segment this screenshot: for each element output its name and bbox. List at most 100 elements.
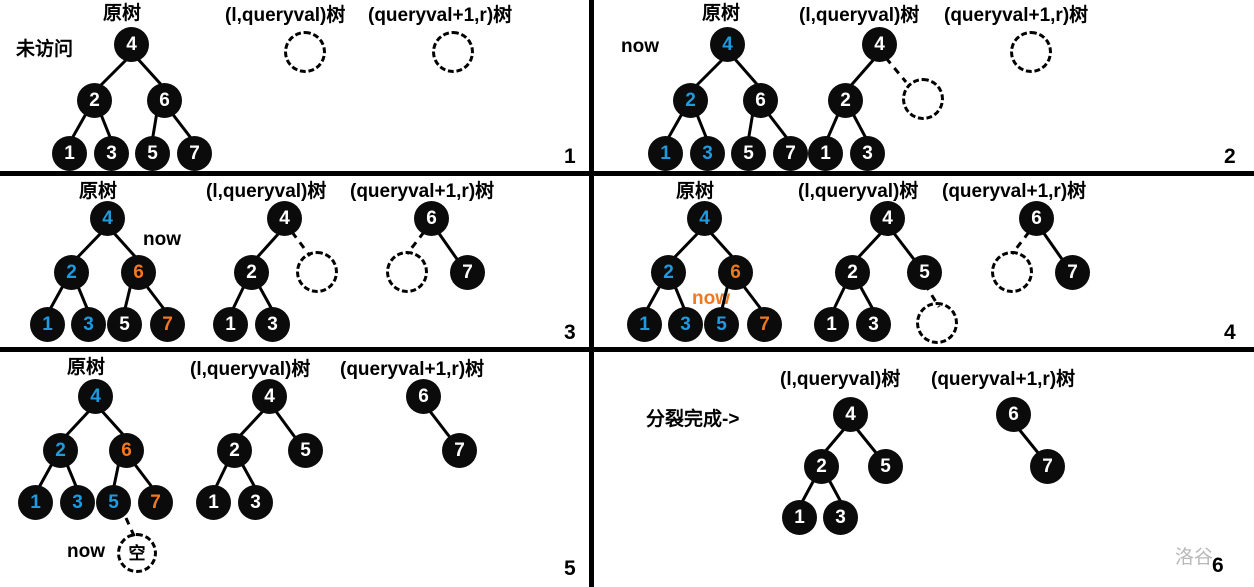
panel-3-now-label: now — [143, 229, 181, 250]
panel-2-left-tree-title: (l,queryval)树 — [799, 5, 920, 26]
panel-4-node-3: 3 — [668, 307, 703, 342]
panel-5-left-tree-node-3: 3 — [238, 485, 273, 520]
panel-2-right-tree-title: (queryval+1,r)树 — [944, 5, 1089, 26]
panel-6-split-done-label: 分裂完成-> — [646, 409, 740, 430]
panel-5-left-tree-node-5: 5 — [288, 433, 323, 468]
site-watermark: 洛谷 — [1175, 547, 1214, 568]
panel-5-node-6: 6 — [109, 433, 144, 468]
panel-6-left-tree-node-4: 4 — [833, 397, 868, 432]
panel-3-left-tree-node-4: 4 — [267, 201, 302, 236]
panel-6: (l,queryval)树 (queryval+1,r)树 分裂完成-> 4 2… — [594, 352, 1254, 587]
panel-5-right-tree-node-7: 7 — [442, 433, 477, 468]
panel-4-node-1: 1 — [627, 307, 662, 342]
panel-3-left-tree-title: (l,queryval)树 — [206, 181, 327, 202]
panel-4-right-tree-node-7: 7 — [1055, 255, 1090, 290]
panel-3-node-3: 3 — [71, 307, 106, 342]
panel-5-right-tree-node-6: 6 — [406, 379, 441, 414]
panel-6-right-tree-node-6: 6 — [996, 397, 1031, 432]
panel-4-left-tree-node-2: 2 — [835, 255, 870, 290]
panel-1-node-7: 7 — [177, 136, 212, 171]
panel-2-node-7: 7 — [773, 136, 808, 171]
panel-6-edges — [799, 427, 1041, 505]
panel-2: 原树 (l,queryval)树 (queryval+1,r)树 now 4 2… — [594, 0, 1254, 171]
panel-4: 原树 (l,queryval)树 (queryval+1,r)树 now — [594, 176, 1254, 347]
panel-2-node-6: 6 — [743, 83, 778, 118]
panel-4-left-tree-title: (l,queryval)树 — [798, 181, 919, 202]
panel-2-node-2: 2 — [673, 83, 708, 118]
panel-2-now-label: now — [621, 36, 659, 57]
panel-2-left-tree-node-1: 1 — [808, 136, 843, 171]
panel-4-number: 4 — [1224, 321, 1236, 344]
grid-vertical-divider — [589, 0, 594, 587]
panel-4-node-2: 2 — [651, 255, 686, 290]
panel-5-empty-node: 空 — [117, 533, 157, 573]
panel-1-node-6: 6 — [147, 83, 182, 118]
panel-5-right-tree-title: (queryval+1,r)树 — [340, 359, 485, 380]
panel-1-node-2: 2 — [77, 83, 112, 118]
panel-3-left-tree-ghost-node — [296, 251, 338, 293]
panel-4-node-6: 6 — [718, 255, 753, 290]
panel-3-right-tree-node-6: 6 — [414, 201, 449, 236]
panel-4-left-tree-ghost-node — [916, 302, 958, 344]
panel-1: 原树 (l,queryval)树 (queryval+1,r)树 未访问 4 2… — [0, 0, 589, 171]
panel-3-left-tree-node-1: 1 — [213, 307, 248, 342]
panel-3-node-7: 7 — [150, 307, 185, 342]
panel-3-node-2: 2 — [54, 255, 89, 290]
panel-4-now-label: now — [692, 288, 730, 309]
panel-4-right-tree-node-6: 6 — [1019, 201, 1054, 236]
panel-4-right-tree-title: (queryval+1,r)树 — [942, 181, 1087, 202]
panel-6-left-tree-node-3: 3 — [823, 500, 858, 535]
panel-6-right-tree-title: (queryval+1,r)树 — [931, 369, 1076, 390]
panel-4-node-4: 4 — [687, 201, 722, 236]
panel-5-node-7: 7 — [138, 485, 173, 520]
panel-3-node-1: 1 — [30, 307, 65, 342]
panel-3-left-tree-node-3: 3 — [255, 307, 290, 342]
panel-5-left-tree-node-2: 2 — [217, 433, 252, 468]
panel-1-right-tree-title: (queryval+1,r)树 — [368, 5, 513, 26]
panel-1-original-tree-title: 原树 — [103, 3, 142, 24]
panel-3-left-tree-node-2: 2 — [234, 255, 269, 290]
panel-5-node-5: 5 — [96, 485, 131, 520]
panel-1-node-4: 4 — [114, 27, 149, 62]
panel-2-left-tree-ghost-node — [902, 78, 944, 120]
panel-3-number: 3 — [564, 321, 576, 344]
panel-1-number: 1 — [564, 145, 576, 168]
panel-6-left-tree-title: (l,queryval)树 — [780, 369, 901, 390]
panel-5-left-tree-node-1: 1 — [196, 485, 231, 520]
panel-3-node-4: 4 — [90, 201, 125, 236]
panel-5: 原树 (l,queryval)树 (queryval+1,r)树 now — [0, 352, 589, 587]
panel-1-node-5: 5 — [135, 136, 170, 171]
panel-6-left-tree-node-5: 5 — [868, 449, 903, 484]
panel-5-node-3: 3 — [60, 485, 95, 520]
panel-3-original-tree-title: 原树 — [79, 181, 118, 202]
panel-1-left-tree-ghost-node — [284, 31, 326, 73]
panel-2-right-tree-ghost-node — [1010, 31, 1052, 73]
panel-3-node-6: 6 — [121, 255, 156, 290]
panel-4-right-tree-ghost-node — [991, 251, 1033, 293]
panel-6-right-tree-node-7: 7 — [1030, 449, 1065, 484]
panel-4-left-tree-node-4: 4 — [870, 201, 905, 236]
panel-5-node-2: 2 — [43, 433, 78, 468]
panel-5-node-1: 1 — [18, 485, 53, 520]
panel-4-node-5: 5 — [704, 307, 739, 342]
panel-1-unvisited-label: 未访问 — [16, 39, 74, 60]
panel-4-left-tree-node-3: 3 — [856, 307, 891, 342]
panel-5-left-tree-title: (l,queryval)树 — [190, 359, 311, 380]
panel-3-right-tree-ghost-node — [386, 251, 428, 293]
panel-4-left-tree-node-1: 1 — [814, 307, 849, 342]
panel-4-original-tree-title: 原树 — [676, 181, 715, 202]
panel-2-number: 2 — [1224, 145, 1236, 168]
panel-1-right-tree-ghost-node — [432, 31, 474, 73]
panel-3-node-5: 5 — [107, 307, 142, 342]
panel-2-node-5: 5 — [731, 136, 766, 171]
panel-2-node-3: 3 — [690, 136, 725, 171]
panel-2-node-4: 4 — [710, 27, 745, 62]
panel-3-right-tree-node-7: 7 — [450, 255, 485, 290]
panel-4-left-tree-node-5: 5 — [907, 255, 942, 290]
panel-5-left-tree-node-4: 4 — [252, 379, 287, 414]
panel-5-now-label: now — [67, 541, 105, 562]
panel-2-left-tree-node-3: 3 — [850, 136, 885, 171]
panel-4-node-7: 7 — [747, 307, 782, 342]
grid-horizontal-divider-2 — [0, 347, 1254, 352]
